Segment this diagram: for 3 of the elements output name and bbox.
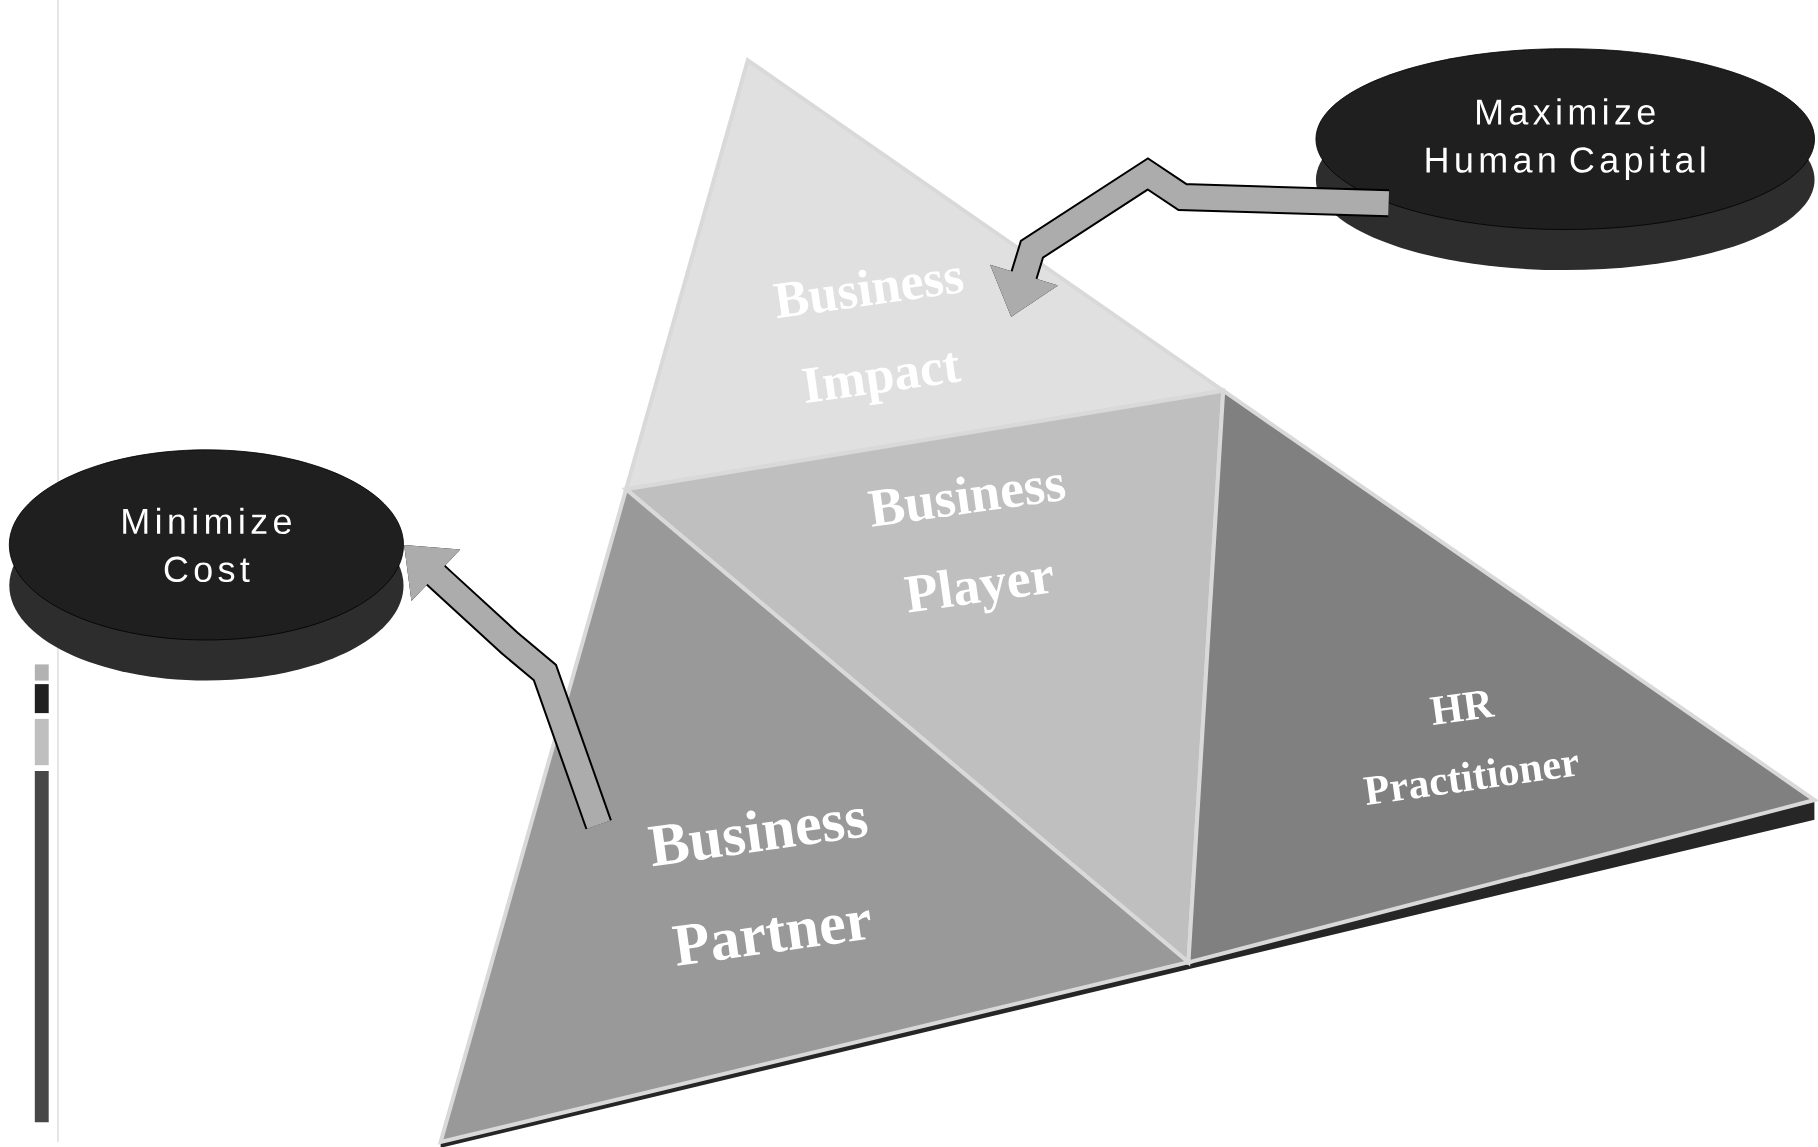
ellipse-button: Maximize Human Capital (1315, 48, 1815, 271)
block-arrow (404, 545, 612, 830)
ellipse-button: Minimize Cost (8, 449, 404, 681)
